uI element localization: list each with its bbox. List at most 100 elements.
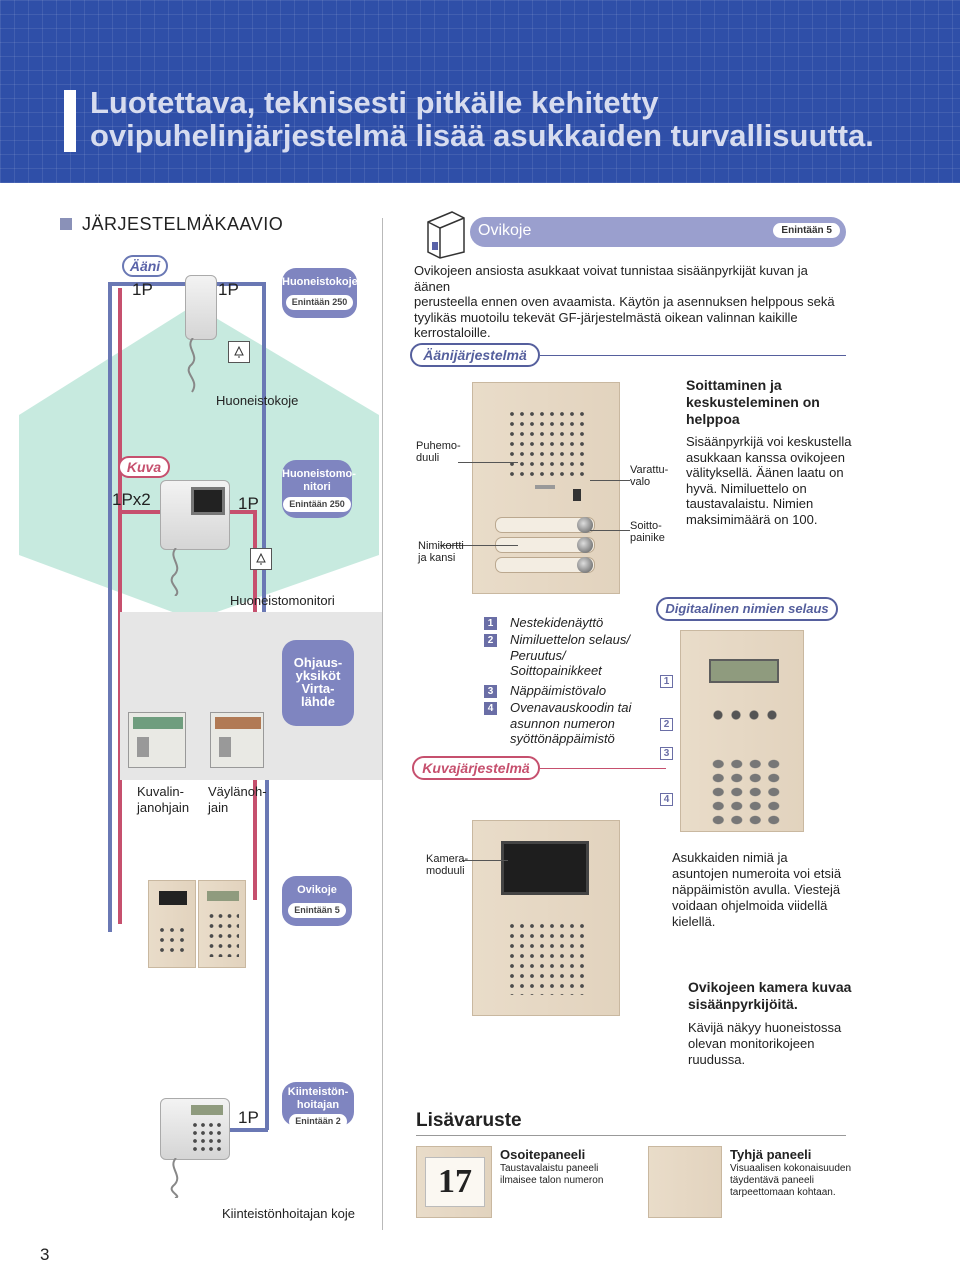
osoitepaneeli-block: Osoitepaneeli Taustavalaistu paneeli ilm… xyxy=(500,1146,603,1187)
call-button xyxy=(577,557,593,573)
label-line: Soitto- xyxy=(630,520,662,532)
paragraph-line: taustavalaistu. Nimien xyxy=(686,496,814,511)
monitor-screen xyxy=(191,487,225,515)
wire-blue-lower xyxy=(265,760,269,1130)
address-number: 17 xyxy=(425,1157,485,1207)
paragraph-line: asuntojen numeroita voi etsiä xyxy=(672,866,842,881)
label-line: ja kansi xyxy=(418,552,456,564)
wire-blue-left xyxy=(108,282,112,932)
section-title: JÄRJESTELMÄKAAVIO xyxy=(82,214,284,234)
column-divider xyxy=(382,218,383,1230)
feature-line: Peruutus/ xyxy=(510,647,566,663)
feature-line: syöttönäppäimistö xyxy=(510,731,615,746)
ovikoje-pill: Ovikoje Enintään 5 xyxy=(282,876,352,926)
paragraph-line: asukkaan kanssa ovikojeen xyxy=(686,449,845,465)
section-rule xyxy=(540,355,846,356)
caretaker-keys xyxy=(191,1121,223,1153)
one-p-x2-label: 1Px2 xyxy=(112,490,151,509)
badge-2: 2 xyxy=(660,718,673,731)
caretaker-display xyxy=(191,1105,223,1115)
heading-line: keskusteleminen on xyxy=(686,394,820,410)
label-line: jain xyxy=(208,800,229,815)
title-line-1: Luotettava, teknisesti pitkälle kehitett… xyxy=(90,85,659,120)
huoneistomonitori-pill: Huoneistomo- nitori Enintään 250 xyxy=(282,460,356,518)
section-rule xyxy=(416,1135,846,1136)
speaker-grille xyxy=(507,409,589,481)
leader-line xyxy=(590,480,630,481)
leader-line xyxy=(440,545,518,546)
paragraph-line: ruudussa. xyxy=(688,1052,746,1067)
blank-panel-image xyxy=(648,1146,722,1218)
audio-door-panel-image xyxy=(472,382,620,594)
kuva-body: Kävijä näkyy huoneistossa olevan monitor… xyxy=(688,1020,841,1068)
aanijarjestelma-title: Äänijärjestelmä xyxy=(410,343,540,367)
pill-limit: Enintään 250 xyxy=(283,497,351,512)
page-title: Luotettava, teknisesti pitkälle kehitett… xyxy=(90,86,940,152)
feature-line: Ovenavauskoodin tai xyxy=(510,700,632,715)
heading-line: Soittaminen ja xyxy=(686,377,782,393)
door-unit-keypad-image xyxy=(198,880,246,968)
module-terminal xyxy=(133,717,183,729)
label-vaylanohjain: Väylänoh- jain xyxy=(208,784,267,816)
label-puhemoduuli: Puhemo- duuli xyxy=(416,440,461,464)
pill-limit: Enintään 2 xyxy=(289,1114,347,1129)
tyhja-line: tarpeettomaan kohtaan. xyxy=(730,1187,836,1198)
module-part xyxy=(219,737,231,757)
label-line: Puhemo- xyxy=(416,440,461,452)
module-terminal xyxy=(215,717,261,729)
pill-name: nitori xyxy=(303,481,331,493)
pill-line: lähde xyxy=(301,694,335,709)
osoite-line: Taustavalaistu paneeli xyxy=(500,1163,599,1174)
label-kuvalinjanohjain: Kuvalin- janohjain xyxy=(137,784,189,816)
feature-item: 2 Nimiluettelon selaus/ Peruutus/ Soitto… xyxy=(484,632,654,683)
header-banner xyxy=(0,0,960,183)
label-line: valo xyxy=(630,476,651,488)
label-varattuvalo: Varattu- valo xyxy=(630,464,668,488)
paragraph-line: olevan monitorikojeen xyxy=(688,1036,815,1051)
osoite-line: ilmaisee talon numeron xyxy=(500,1175,604,1186)
aani-body: Sisäänpyrkijä voi keskustella asukkaan k… xyxy=(686,434,851,527)
feature-item: 4 Ovenavauskoodin tai asunnon numeron sy… xyxy=(484,700,654,751)
digital-door-panel-image xyxy=(680,630,804,832)
panel-logo xyxy=(535,485,555,489)
kiinteisto-pill: Kiinteistön- hoitajan Enintään 2 xyxy=(282,1082,354,1129)
bell-icon xyxy=(228,341,250,363)
paragraph-line: kerrostaloille. xyxy=(414,325,491,340)
feature-number: 3 xyxy=(484,685,497,698)
feature-text: Ovenavauskoodin tai asunnon numeron syöt… xyxy=(510,700,631,747)
section-rule xyxy=(540,768,666,769)
feature-item: 3 Näppäimistövalo xyxy=(484,683,654,700)
phone-cord xyxy=(187,338,196,393)
tyhja-title: Tyhjä paneeli xyxy=(730,1147,812,1162)
aani-tag: Ääni xyxy=(122,255,168,277)
feature-line: Näppäimistövalo xyxy=(510,683,607,698)
kuva-heading: Ovikojeen kamera kuvaa sisäänpyrkijöitä. xyxy=(688,979,851,1013)
paragraph-line: perusteella ennen oven avaamista. Käytön… xyxy=(414,294,835,309)
huoneistokoje-pill: Huoneistokoje Enintään 250 xyxy=(282,268,358,318)
ovikoje-header: Ovikoje Enintään 5 xyxy=(470,217,846,247)
door-unit-camera-image xyxy=(148,880,196,968)
heading-line: helppoa xyxy=(686,411,740,427)
door-unit-camera xyxy=(159,891,187,905)
call-button xyxy=(577,537,593,553)
video-controller-image xyxy=(128,712,186,768)
label-kiinteistonhoitajan-koje: Kiinteistönhoitajan koje xyxy=(222,1206,355,1221)
ovikoje-title: Ovikoje xyxy=(478,222,532,239)
title-line-2: ovipuhelinjärjestelmä lisää asukkaiden t… xyxy=(90,118,874,153)
digital-body: Asukkaiden nimiä ja asuntojen numeroita … xyxy=(672,850,841,930)
monitor-cord xyxy=(170,548,179,596)
wire-blue-right xyxy=(262,282,266,762)
door-unit-speaker xyxy=(157,925,189,955)
scroll-buttons xyxy=(709,707,781,723)
paragraph-line: Kävijä näkyy huoneistossa xyxy=(688,1020,842,1035)
ovikoje-description: Ovikojeen ansiosta asukkaat voivat tunni… xyxy=(414,263,846,341)
badge-1: 1 xyxy=(660,675,673,688)
kuvajarjestelma-title: Kuvajärjestelmä xyxy=(412,756,540,780)
aani-heading: Soittaminen ja keskusteleminen on helppo… xyxy=(686,377,820,428)
module-part xyxy=(137,737,149,757)
pill-line: Kiinteistön- xyxy=(287,1086,349,1098)
digital-title: Digitaalinen nimien selaus xyxy=(656,597,838,621)
heading-line: Ovikojeen kamera kuvaa xyxy=(688,979,852,995)
label-line: Nimikortti xyxy=(418,540,464,552)
lisavaruste-title: Lisävaruste xyxy=(416,1110,522,1131)
